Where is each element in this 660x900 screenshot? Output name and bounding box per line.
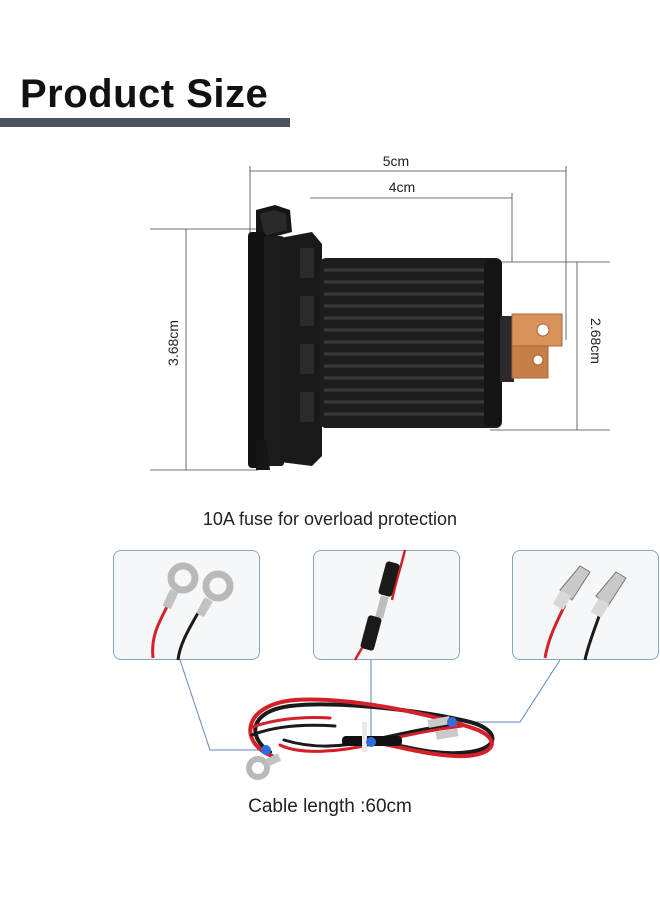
- dimension-label-body-length: 4cm: [389, 179, 415, 195]
- ring-terminal-illustration: [151, 562, 234, 661]
- usb-socket-body: [248, 205, 563, 470]
- dimension-label-body-height: 2.68cm: [588, 318, 604, 364]
- fuse-holder-illustration: [353, 549, 407, 661]
- spade-connector-illustration: [543, 565, 627, 661]
- fuse-caption: 10A fuse for overload protection: [202, 509, 458, 529]
- title-underline-bar: [0, 118, 290, 127]
- spade-connector-inset: [512, 550, 659, 660]
- page-title: Product Size: [20, 72, 269, 116]
- cable-harness: [246, 697, 495, 780]
- dimension-label-flange-height: 3.68cm: [165, 320, 181, 366]
- dimension-label-outer-length: 5cm: [383, 153, 409, 169]
- callout-dots: [261, 717, 457, 755]
- cable-length-caption: Cable length :60cm: [248, 796, 412, 817]
- dimension-lines: [150, 166, 610, 471]
